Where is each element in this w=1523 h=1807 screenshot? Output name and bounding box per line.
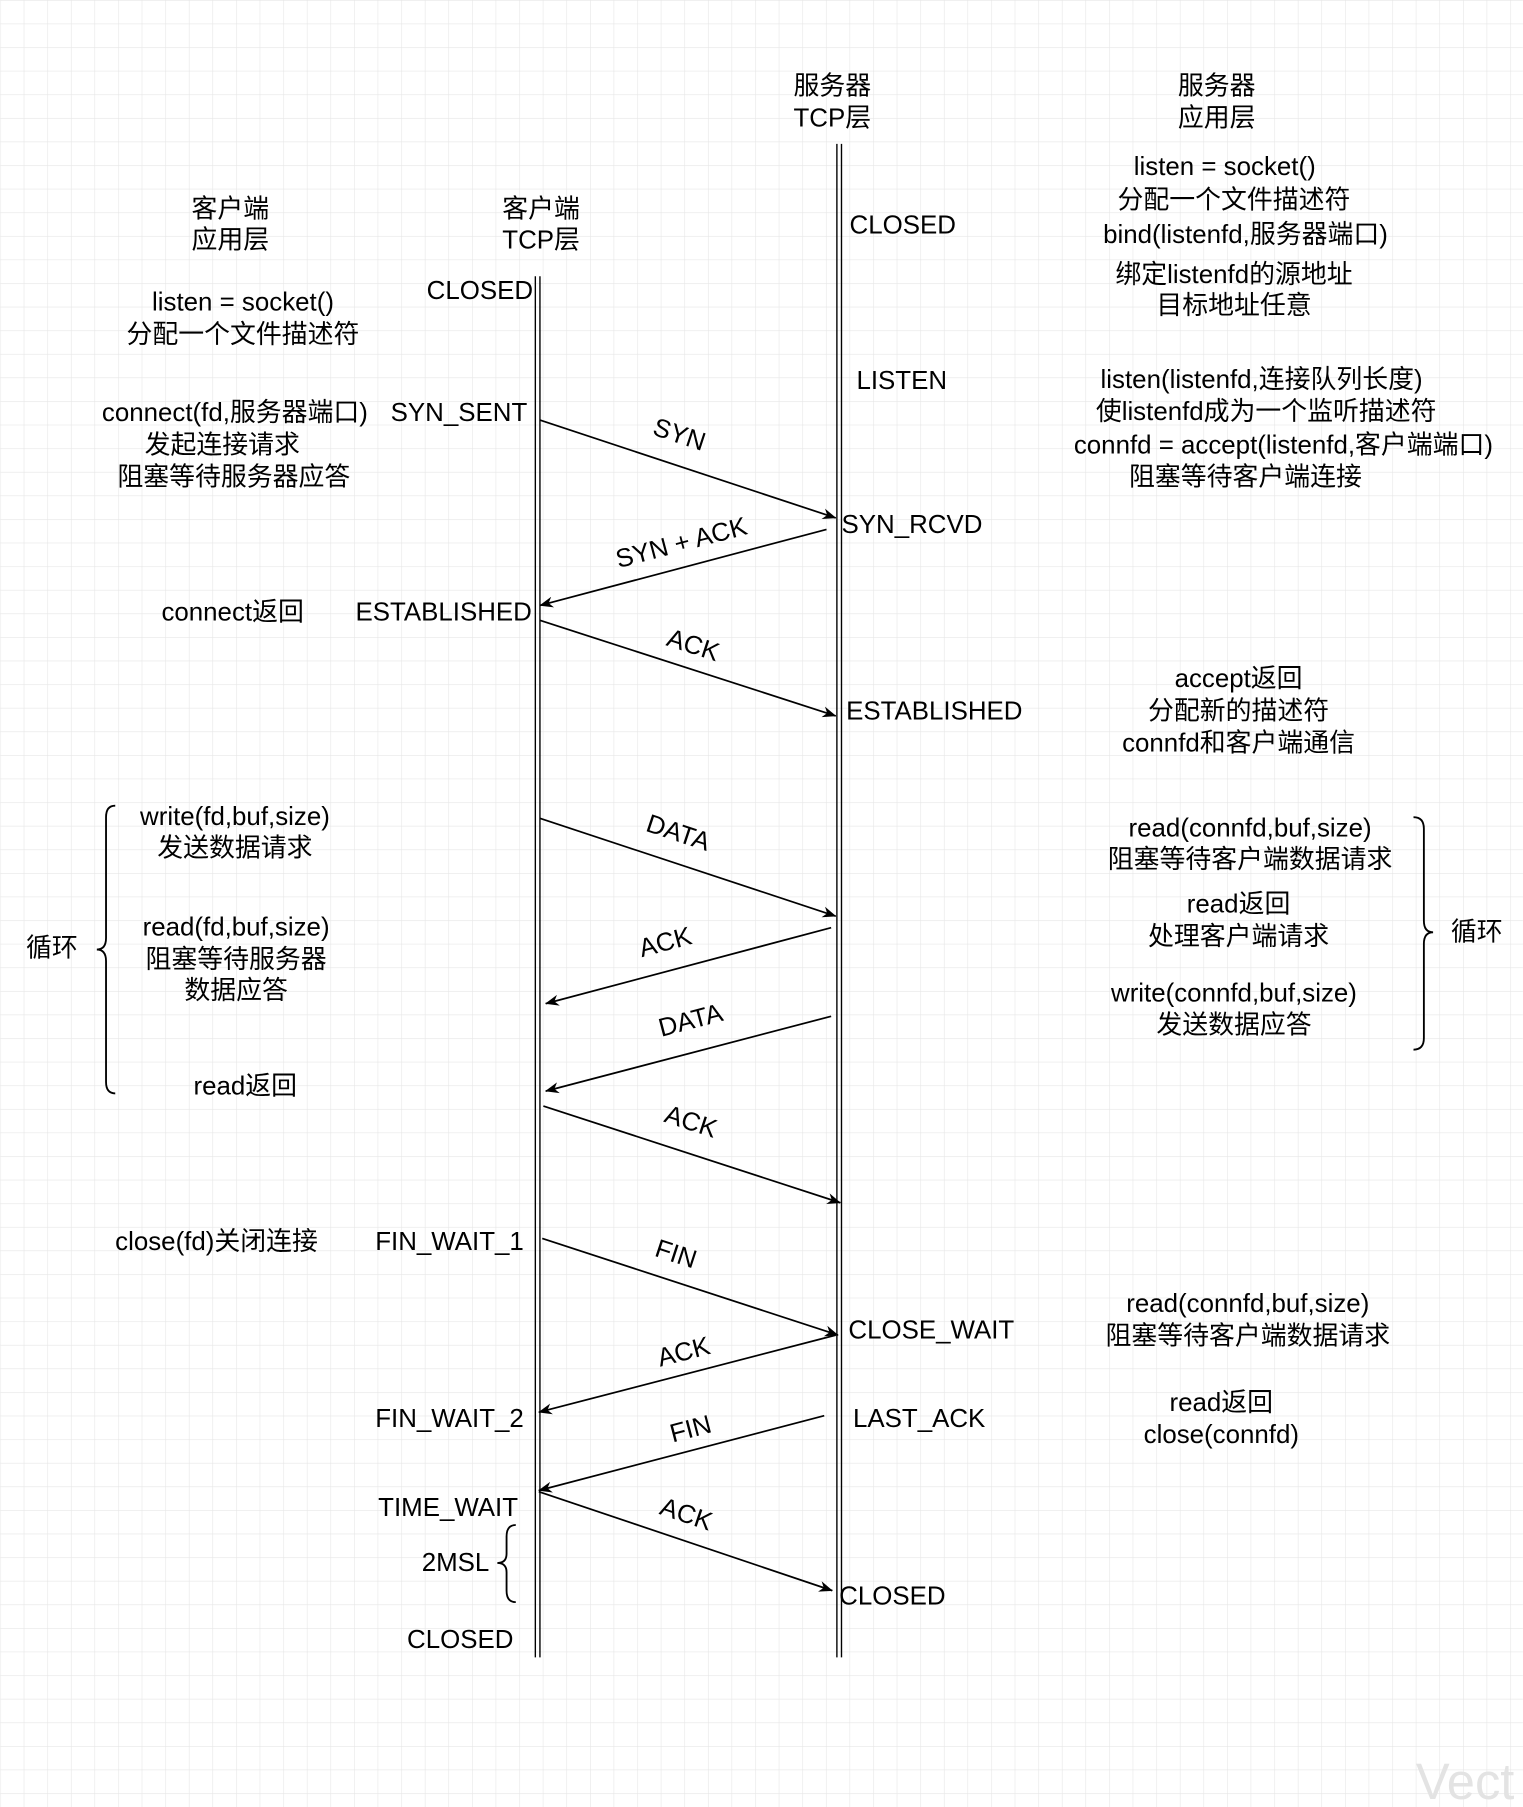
header-client-app-line1: 客户端	[192, 194, 270, 223]
server-read-close-line2: 阻塞等待客户端数据请求	[1105, 1321, 1390, 1350]
header-client-app: 客户端 应用层	[192, 194, 270, 254]
client-read-line3: 数据应答	[184, 976, 288, 1005]
client-tcp-lifeline	[534, 276, 541, 1658]
server-bind-note-line2: 目标地址任意	[1156, 291, 1311, 320]
server-state-last-ack: LAST_ACK	[853, 1405, 985, 1433]
client-read-line1: read(fd,buf,size)	[143, 914, 330, 942]
server-listen-line3: connfd = accept(listenfd,客户端端口)	[1074, 430, 1493, 459]
server-bind-note-line1: 绑定listenfd的源地址	[1115, 260, 1352, 289]
server-socket-line2: 分配一个文件描述符	[1118, 185, 1351, 214]
server-listen-line1: listen(listenfd,连接队列长度)	[1101, 365, 1423, 394]
server-close-line1: read返回	[1170, 1388, 1274, 1417]
server-close-line2: close(connfd)	[1144, 1421, 1299, 1449]
server-loop-label: 循环	[1451, 917, 1503, 946]
header-server-app: 服务器 应用层	[1178, 71, 1256, 132]
watermark: Vect	[1416, 1753, 1515, 1807]
message-server-fin-arrow	[538, 1414, 825, 1493]
server-read-line1: read(connfd,buf,size)	[1129, 815, 1372, 843]
client-loop-label: 循环	[26, 933, 78, 962]
client-close: close(fd)关闭连接	[115, 1227, 318, 1256]
message-client-fin-arrow	[541, 1237, 839, 1337]
server-tcp-lifeline	[836, 143, 843, 1658]
server-loop-brace	[1413, 816, 1434, 1051]
header-client-app-line2: 应用层	[192, 226, 270, 255]
client-state-fin-wait-1: FIN_WAIT_1	[375, 1228, 524, 1256]
header-server-app-line2: 应用层	[1178, 104, 1256, 133]
server-socket-line1: listen = socket()	[1134, 153, 1316, 181]
client-socket-line1: listen = socket()	[152, 289, 334, 317]
client-read-line2: 阻塞等待服务器	[146, 945, 327, 974]
server-tcp-states: CLOSED LISTEN SYN_RCVD ESTABLISHED CLOSE…	[839, 212, 1022, 1611]
header-client-tcp: 客户端 TCP层	[502, 194, 580, 254]
server-read-return-line1: read返回	[1187, 890, 1291, 919]
client-connect-line3: 阻塞等待服务器应答	[117, 463, 350, 492]
header-server-app-line1: 服务器	[1178, 71, 1256, 100]
message-request-ack-arrow	[545, 926, 832, 1006]
header-client-tcp-line2: TCP层	[502, 227, 580, 255]
server-read-line2: 阻塞等待客户端数据请求	[1108, 845, 1393, 874]
message-syn-ack-arrow	[539, 528, 827, 608]
message-server-fin-ack-arrow	[538, 1490, 833, 1592]
message-response-data-arrow	[545, 1015, 832, 1094]
message-handshake-ack-arrow	[539, 619, 837, 718]
client-state-syn-sent: SYN_SENT	[391, 399, 528, 427]
client-tcp-states: CLOSED SYN_SENT ESTABLISHED FIN_WAIT_1 F…	[355, 277, 533, 1654]
server-accept-return-line2: 分配新的描述符	[1148, 696, 1329, 725]
server-state-closed-final: CLOSED	[839, 1582, 945, 1610]
server-accept-return-line3: connfd和客户端通信	[1122, 729, 1355, 758]
server-state-close-wait: CLOSE_WAIT	[848, 1317, 1014, 1345]
server-state-established: ESTABLISHED	[846, 697, 1022, 725]
message-response-ack-arrow	[543, 1105, 841, 1204]
server-state-listen: LISTEN	[856, 367, 947, 395]
client-socket-line2: 分配一个文件描述符	[127, 320, 360, 349]
client-timer-2msl: 2MSL	[422, 1549, 490, 1577]
server-socket-line3: bind(listenfd,服务器端口)	[1103, 220, 1388, 249]
client-state-closed-initial: CLOSED	[427, 277, 533, 305]
client-connect-line1: connect(fd,服务器端口)	[102, 398, 368, 427]
client-connect-line2: 发起连接请求	[145, 430, 300, 459]
client-state-fin-wait-2: FIN_WAIT_2	[375, 1405, 524, 1433]
client-state-closed-final: CLOSED	[407, 1626, 513, 1654]
header-server-tcp: 服务器 TCP层	[793, 71, 871, 132]
message-syn-arrow	[539, 419, 837, 520]
server-write-line2: 发送数据应答	[1156, 1011, 1311, 1040]
server-listen-line4: 阻塞等待客户端连接	[1129, 463, 1362, 492]
client-state-time-wait: TIME_WAIT	[378, 1494, 518, 1522]
message-client-fin-ack-arrow	[538, 1334, 836, 1415]
client-loop-brace	[96, 804, 116, 1095]
server-state-syn-rcvd: SYN_RCVD	[841, 511, 982, 539]
client-state-established: ESTABLISHED	[355, 598, 531, 626]
server-read-return-line2: 处理客户端请求	[1148, 922, 1329, 951]
client-write-line2: 发送数据请求	[157, 833, 312, 862]
server-app-notes: listen = socket() 分配一个文件描述符 bind(listenf…	[1074, 153, 1503, 1449]
server-accept-return-line1: accept返回	[1175, 664, 1303, 693]
server-write-line1: write(connfd,buf,size)	[1110, 979, 1357, 1007]
server-listen-line2: 使listenfd成为一个监听描述符	[1096, 397, 1437, 426]
client-write-line1: write(fd,buf,size)	[139, 803, 330, 831]
message-request-data-arrow	[539, 817, 837, 918]
header-server-tcp-line2: TCP层	[793, 105, 871, 133]
client-read-return: read返回	[194, 1072, 298, 1101]
client-connect-return: connect返回	[161, 597, 303, 626]
header-client-tcp-line1: 客户端	[502, 194, 580, 223]
client-app-notes: listen = socket() 分配一个文件描述符 connect(fd,服…	[26, 289, 368, 1256]
server-state-closed-initial: CLOSED	[850, 212, 956, 240]
time-wait-2msl-brace	[497, 1524, 516, 1604]
server-read-close-line1: read(connfd,buf,size)	[1126, 1290, 1369, 1318]
header-server-tcp-line1: 服务器	[793, 71, 871, 100]
